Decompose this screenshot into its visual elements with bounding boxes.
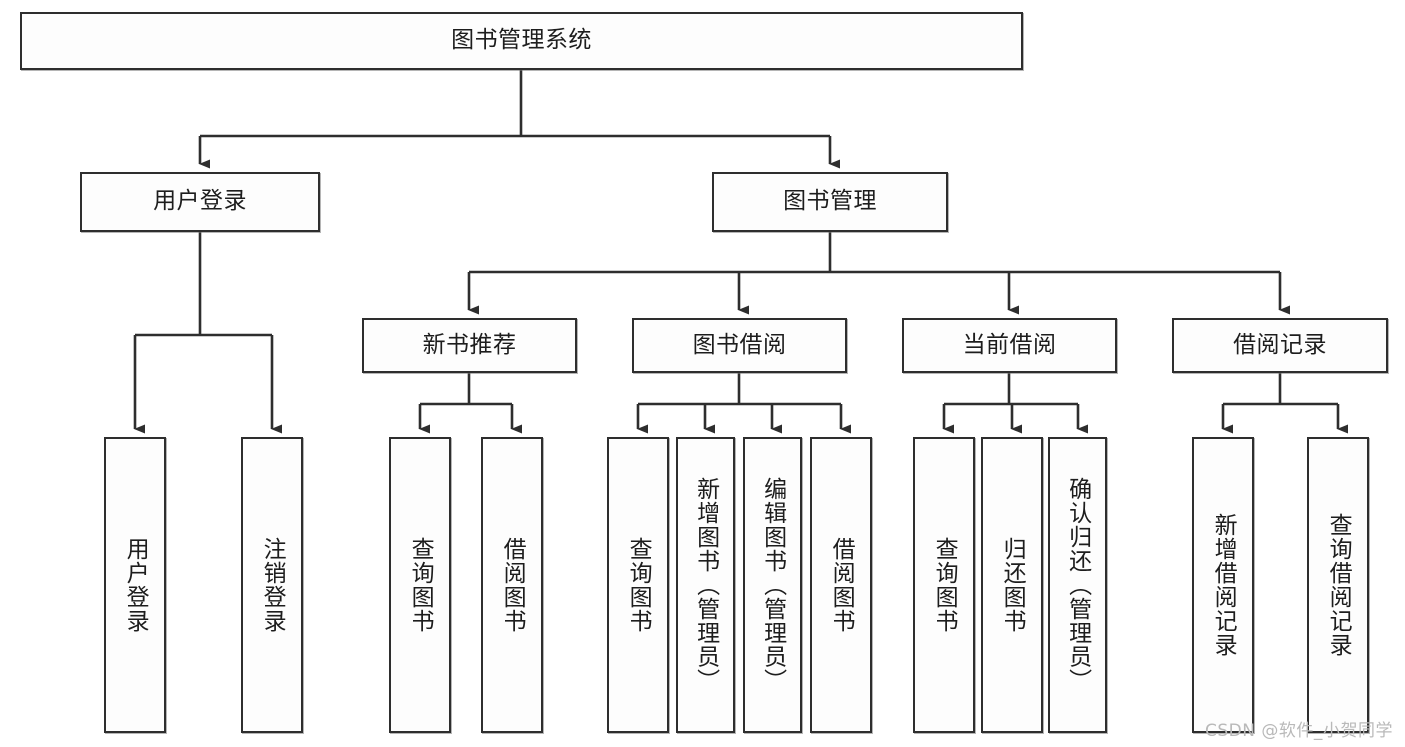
node-borrow-record-label: 借阅记录	[1233, 331, 1327, 358]
node-leaf-add-record[interactable]: 新增借阅记录	[1192, 437, 1254, 733]
node-leaf-query-record-label: 查询借阅记录	[1325, 513, 1352, 657]
node-leaf-return-book-label: 归还图书	[999, 537, 1026, 633]
node-leaf-query-book-1-label: 查询图书	[407, 537, 434, 633]
node-new-book-rec[interactable]: 新书推荐	[362, 318, 577, 373]
node-leaf-query-record[interactable]: 查询借阅记录	[1307, 437, 1369, 733]
node-leaf-user-login[interactable]: 用户登录	[104, 437, 166, 733]
node-root-label: 图书管理系统	[451, 27, 592, 54]
node-leaf-edit-book[interactable]: 编辑图书（管理员）	[743, 437, 802, 733]
node-leaf-add-book[interactable]: 新增图书（管理员）	[676, 437, 735, 733]
node-borrow-record[interactable]: 借阅记录	[1172, 318, 1388, 373]
node-user-login[interactable]: 用户登录	[80, 172, 320, 232]
node-leaf-confirm-return-label: 确认归还（管理员）	[1064, 477, 1091, 693]
node-leaf-confirm-return[interactable]: 确认归还（管理员）	[1048, 437, 1107, 733]
watermark: CSDN @软件_小贺同学	[1204, 721, 1393, 741]
node-leaf-query-book-1[interactable]: 查询图书	[389, 437, 451, 733]
node-new-book-rec-label: 新书推荐	[422, 331, 517, 358]
node-leaf-add-book-label: 新增图书（管理员）	[692, 477, 719, 693]
node-leaf-logout[interactable]: 注销登录	[241, 437, 303, 733]
node-leaf-borrow-book-1[interactable]: 借阅图书	[481, 437, 543, 733]
node-user-login-label: 用户登录	[153, 188, 247, 215]
node-leaf-borrow-book-2[interactable]: 借阅图书	[810, 437, 872, 733]
node-root[interactable]: 图书管理系统	[20, 12, 1023, 70]
node-leaf-return-book[interactable]: 归还图书	[981, 437, 1043, 733]
node-book-borrow[interactable]: 图书借阅	[632, 318, 847, 373]
node-leaf-edit-book-label: 编辑图书（管理员）	[759, 477, 786, 693]
node-leaf-query-book-3[interactable]: 查询图书	[913, 437, 975, 733]
node-current-borrow[interactable]: 当前借阅	[902, 318, 1117, 373]
node-current-borrow-label: 当前借阅	[962, 331, 1057, 358]
node-book-borrow-label: 图书借阅	[692, 331, 787, 358]
node-leaf-user-login-label: 用户登录	[122, 537, 149, 633]
node-leaf-logout-label: 注销登录	[259, 537, 286, 633]
node-leaf-borrow-book-2-label: 借阅图书	[828, 537, 855, 633]
node-leaf-query-book-2-label: 查询图书	[625, 537, 652, 633]
node-leaf-query-book-2[interactable]: 查询图书	[607, 437, 669, 733]
node-leaf-borrow-book-1-label: 借阅图书	[499, 537, 526, 633]
node-leaf-add-record-label: 新增借阅记录	[1210, 513, 1237, 657]
node-leaf-query-book-3-label: 查询图书	[931, 537, 958, 633]
node-book-manage-label: 图书管理	[783, 188, 877, 215]
node-book-manage[interactable]: 图书管理	[712, 172, 948, 232]
